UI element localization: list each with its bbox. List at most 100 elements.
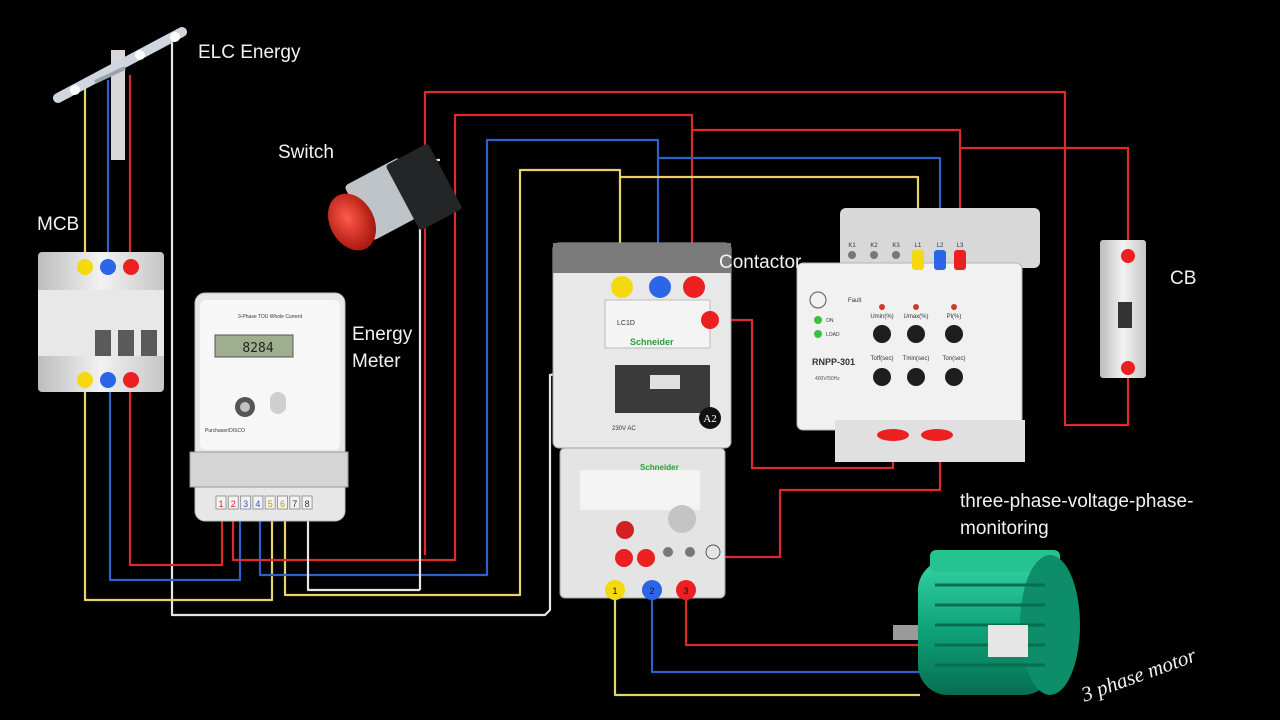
circuit-breaker[interactable] [1100, 240, 1146, 378]
wire-motor-l3 [684, 597, 940, 647]
relay-terminal-label: L1 [915, 243, 922, 249]
relay-indicators: ON LOAD [814, 316, 840, 338]
relay-knob[interactable] [945, 325, 963, 343]
label-cb: CB [1170, 268, 1197, 289]
relay-knob-label: Umin(%) [870, 314, 893, 320]
meter-terminal-slot [215, 495, 227, 510]
contactor-terminal-l1 [611, 276, 633, 298]
relay-top-terminals: K1 K2 K3 L1 L2 L3 [848, 243, 966, 270]
contactor-aux-terminal [701, 311, 719, 329]
label-energy-meter-2: Meter [352, 351, 401, 372]
label-monitor-2: monitoring [960, 518, 1049, 539]
contactor-model: LC1D [617, 320, 635, 327]
relay-terminal-l1 [912, 250, 924, 270]
relay-terminal-label: K3 [892, 243, 900, 249]
label-energy-meter-1: Energy [352, 324, 413, 345]
push-switch[interactable] [318, 143, 462, 259]
relay-rating: 400V/50Hz [815, 376, 840, 382]
wire-meter-out-l1 [283, 168, 622, 597]
relay-fault-led [951, 304, 957, 310]
relay-knob[interactable] [873, 368, 891, 386]
contactor-terminal-l2 [649, 276, 671, 298]
overload-brand: Schneider [640, 463, 679, 472]
label-contactor: Contactor [719, 252, 802, 273]
wire-meter-out-l3 [231, 113, 694, 562]
three-phase-motor [893, 550, 1080, 695]
meter-terminal-label: 4 [255, 499, 260, 509]
contactor-top-terminals [611, 276, 705, 298]
svg-text:ON: ON [826, 318, 834, 324]
relay-knob-label: Tmin(sec) [903, 356, 930, 362]
relay-fault-led [879, 304, 885, 310]
mcb-top-terminals [77, 259, 139, 275]
mcb-breaker[interactable] [38, 252, 164, 392]
relay-terminal-label: L3 [957, 243, 964, 249]
meter-display: 8284 [242, 341, 273, 356]
overload-output-terminals: 1 2 3 [605, 580, 696, 600]
label-mcb: MCB [37, 214, 80, 235]
wire-meter-out-l2 [258, 138, 660, 577]
contactor-brand: Schneider [630, 337, 674, 347]
relay-knob-label: Umax(%) [904, 314, 929, 320]
relay-terminal-l2 [934, 250, 946, 270]
meter-terminal-label: 8 [305, 499, 310, 509]
relay-terminal-k1 [848, 251, 856, 259]
contactor-coil-voltage: 230V AC [612, 426, 636, 432]
overload-terminal-2 [642, 580, 662, 600]
relay-knob-label: Ton(sec) [942, 356, 965, 362]
meter-terminal-label: 1 [218, 499, 223, 509]
wire-mcb-meter-l3 [128, 385, 224, 567]
relay-knobs: Umin(%) Umax(%) Pl(%) Toff(sec) Tmin(sec) Ton… [870, 304, 966, 386]
meter-terminal-slot [240, 495, 252, 510]
relay-terminal-label: L2 [937, 243, 944, 249]
meter-terminal-label: 7 [292, 499, 297, 509]
wire-mcb-meter-l2 [108, 385, 242, 582]
label-elc-energy: ELC Energy [198, 42, 301, 63]
cb-terminal-out [1121, 361, 1135, 375]
meter-terminal-slot [227, 495, 239, 510]
wire-relay-coil-b [645, 437, 942, 559]
relay-terminal-l3 [954, 250, 966, 270]
contactor-terminal-l3 [683, 276, 705, 298]
relay-knob[interactable] [907, 325, 925, 343]
meter-terminal-slot [289, 495, 301, 510]
overload-terminal-label: 3 [683, 586, 688, 596]
meter-terminal-slot [264, 495, 276, 510]
relay-knob-label: Toff(sec) [871, 356, 894, 362]
label-switch: Switch [278, 142, 334, 163]
meter-terminal-label: 2 [231, 499, 236, 509]
overload-terminal-label: 1 [612, 586, 617, 596]
relay-terminal-k3 [892, 251, 900, 259]
relay-knob[interactable] [945, 368, 963, 386]
relay-terminal-label: K2 [870, 243, 878, 249]
wire-top-red-loop [423, 90, 1130, 555]
overload-relay: Schneider 1 2 3 [559, 447, 726, 600]
svg-text:A2: A2 [703, 413, 716, 425]
meter-terminal-slot [252, 495, 264, 510]
contactor-coil-terminal: A2 [699, 407, 721, 429]
wire-motor-l1 [613, 597, 920, 697]
meter-terminal-slot [301, 495, 313, 510]
overload-terminal-3 [676, 580, 696, 600]
relay-knob[interactable] [907, 368, 925, 386]
relay-fault-label: Fault [848, 298, 862, 304]
overload-terminal-label: 2 [649, 586, 654, 596]
mcb-bottom-terminals [77, 372, 139, 388]
relay-knob[interactable] [873, 325, 891, 343]
meter-model-line: 3-Phase TOU Whole Current [238, 314, 303, 320]
meter-terminal-label: 3 [243, 499, 248, 509]
meter-terminal-label: 5 [268, 499, 273, 509]
relay-knob-label: Pl(%) [947, 314, 962, 320]
relay-terminal-label: K1 [848, 243, 856, 249]
wire-motor-l2 [650, 597, 930, 674]
energy-meter: 8284 3-Phase TOU Whole Current Purchaser… [189, 292, 349, 522]
wire-cb-feed [960, 146, 1130, 255]
wire-meter-out-ctrl [306, 510, 420, 592]
utility-pole [53, 27, 187, 160]
overload-terminal-1 [605, 580, 625, 600]
svg-text:LOAD: LOAD [826, 332, 840, 338]
